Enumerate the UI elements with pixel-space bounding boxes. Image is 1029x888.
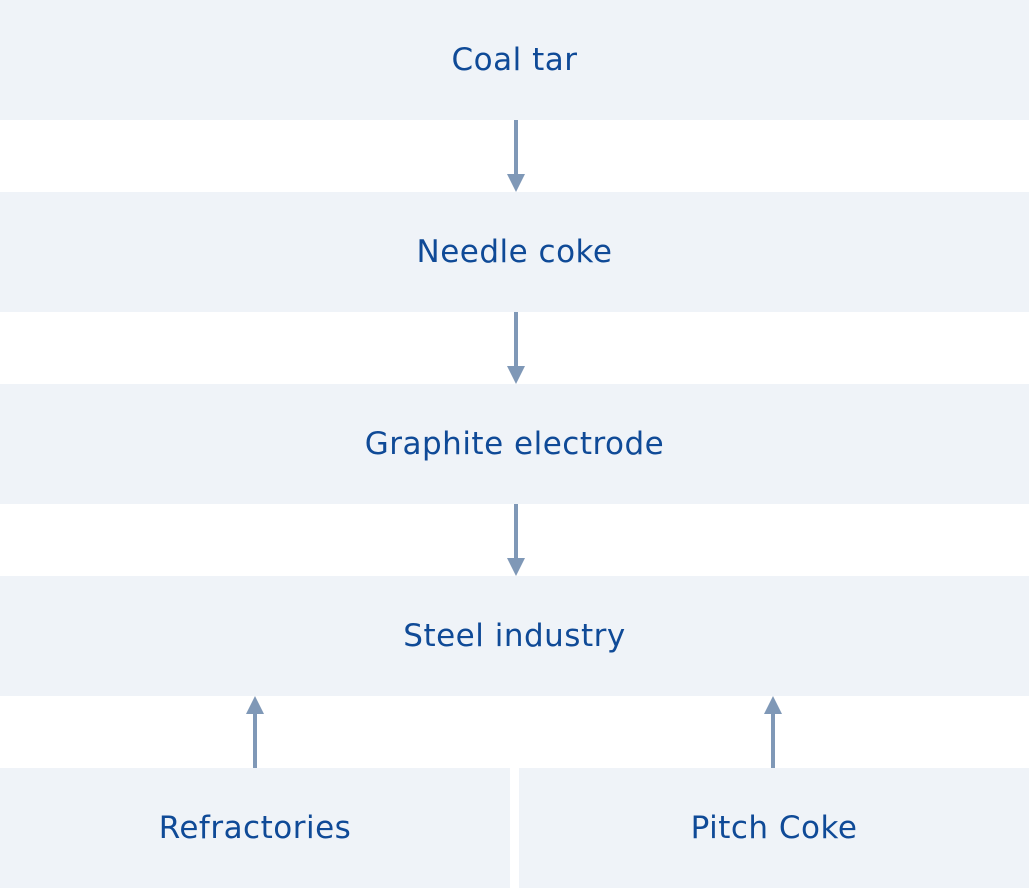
node-coal-tar-label: Coal tar (451, 42, 578, 78)
node-graphite-electrode-label: Graphite electrode (364, 426, 665, 462)
node-refractories-label: Refractories (158, 810, 352, 846)
arrow-down-icon (507, 120, 525, 192)
arrow-down-icon (507, 312, 525, 384)
arrow-down-icon (507, 504, 525, 576)
node-coal-tar: Coal tar (0, 0, 1029, 120)
node-graphite-electrode: Graphite electrode (0, 384, 1029, 504)
node-steel-industry-label: Steel industry (403, 618, 626, 654)
arrow-up-icon (764, 696, 782, 768)
node-refractories: Refractories (0, 768, 510, 888)
node-needle-coke: Needle coke (0, 192, 1029, 312)
node-steel-industry: Steel industry (0, 576, 1029, 696)
arrow-up-icon (246, 696, 264, 768)
node-needle-coke-label: Needle coke (416, 234, 613, 270)
node-pitch-coke-label: Pitch Coke (690, 810, 858, 846)
node-pitch-coke: Pitch Coke (519, 768, 1029, 888)
